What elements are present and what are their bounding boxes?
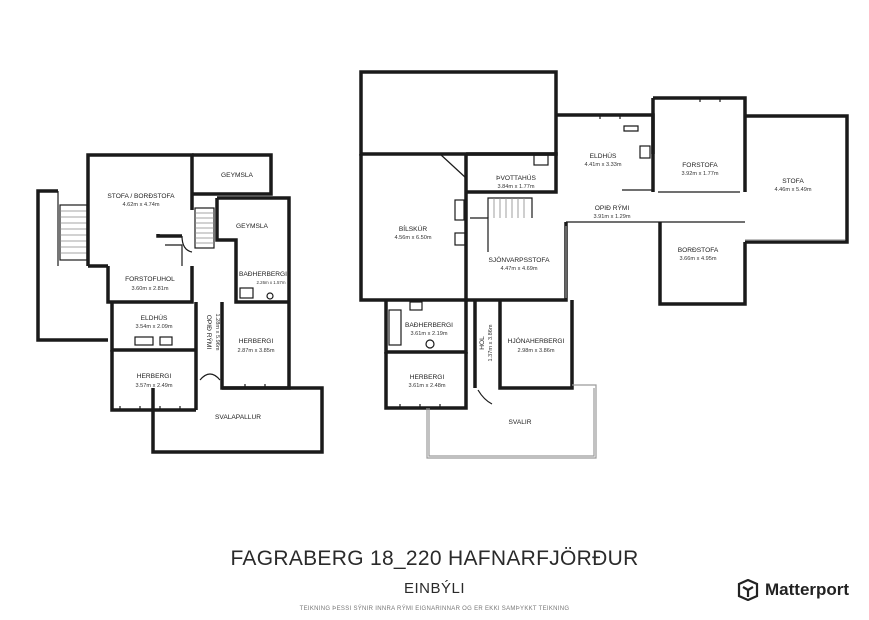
brand-logo: Matterport bbox=[737, 578, 849, 602]
room-opid-rymi-upper-dim: 3.91m x 1.29m bbox=[594, 214, 631, 220]
room-eldhus-upper: ELDHÚS bbox=[590, 151, 617, 160]
room-geymsla-right: GEYMSLA bbox=[236, 223, 268, 230]
room-opid-rymi-lower-dim: 1.28m x 5.96m bbox=[214, 314, 220, 351]
room-sjonvarpsstofa-dim: 4.47m x 4.69m bbox=[501, 266, 538, 272]
room-badherbergi-lower-dim: 2.26m x 1.57m bbox=[256, 280, 285, 285]
room-badherbergi-upper: BAÐHERBERGI bbox=[405, 322, 453, 329]
plan-title: FAGRABERG 18_220 HAFNARFJÖRÐUR bbox=[230, 547, 639, 570]
matterport-logo-icon bbox=[737, 579, 759, 601]
room-bilskur: BÍLSKÚR bbox=[399, 224, 427, 233]
room-hjonaherbergi-dim: 2.98m x 3.86m bbox=[518, 348, 555, 354]
upper-floor-plan bbox=[359, 70, 849, 459]
room-badherbergi-lower: BAÐHERBERGI bbox=[239, 271, 287, 278]
room-bordstofa-dim: 3.66m x 4.95m bbox=[680, 256, 717, 262]
room-opid-rymi-lower: OPIÐ RÝMI bbox=[205, 315, 214, 350]
room-hol-dim: 1.37m x 3.86m bbox=[488, 324, 494, 361]
lower-floor-plan bbox=[36, 153, 324, 454]
room-svalapallur: SVALAPALLUR bbox=[215, 414, 261, 421]
room-eldhus-upper-dim: 4.41m x 3.33m bbox=[585, 162, 622, 168]
room-badherbergi-upper-dim: 3.61m x 2.19m bbox=[411, 331, 448, 337]
room-stofa-bordstofa: STOFA / BORÐSTOFA bbox=[107, 193, 175, 200]
room-herbergi-lower-left: HERBERGI bbox=[137, 373, 172, 380]
room-stofa: STOFA bbox=[782, 178, 804, 185]
room-bilskur-dim: 4.56m x 6.50m bbox=[395, 235, 432, 241]
room-stofa-bordstofa-dim: 4.62m x 4.74m bbox=[123, 202, 160, 208]
room-thvottahus-dim: 3.84m x 1.77m bbox=[498, 184, 535, 190]
room-forstofuhol-dim: 3.60m x 2.81m bbox=[132, 286, 169, 292]
outdoor-stairs bbox=[59, 204, 88, 261]
room-opid-rymi-upper: OPIÐ RÝMI bbox=[595, 203, 630, 212]
room-sjonvarpsstofa: SJÓNVARPSSTOFA bbox=[489, 255, 551, 264]
room-stofa-dim: 4.46m x 5.49m bbox=[775, 187, 812, 193]
room-hjonaherbergi: HJÓNAHERBERGI bbox=[508, 336, 565, 345]
brand-name: Matterport bbox=[765, 580, 850, 599]
room-forstofa-dim: 3.92m x 1.77m bbox=[682, 171, 719, 177]
indoor-stairs bbox=[194, 207, 215, 249]
room-herbergi-upper-dim: 3.61m x 2.48m bbox=[409, 383, 446, 389]
room-eldhus-lower: ELDHÚS bbox=[141, 313, 168, 322]
upper-stairs bbox=[470, 197, 533, 252]
room-forstofa: FORSTOFA bbox=[682, 162, 718, 169]
room-svalir: SVALIR bbox=[509, 419, 532, 426]
room-thvottahus: ÞVOTTAHÚS bbox=[496, 173, 536, 182]
plan-note: TEIKNING ÞESSI SÝNIR INNRA RÝMI EIGNARIN… bbox=[299, 606, 570, 612]
plan-subtitle: EINBÝLI bbox=[403, 580, 466, 597]
room-herbergi-lower-right: HERBERGI bbox=[239, 338, 274, 345]
room-eldhus-lower-dim: 3.54m x 2.09m bbox=[136, 324, 173, 330]
room-forstofuhol: FORSTOFUHOL bbox=[125, 276, 175, 283]
room-labels: STOFA / BORÐSTOFA 4.62m x 4.74m GEYMSLA … bbox=[107, 151, 811, 426]
room-herbergi-lower-right-dim: 2.87m x 3.85m bbox=[238, 348, 275, 354]
room-bordstofa: BORÐSTOFA bbox=[678, 247, 719, 254]
room-geymsla-top: GEYMSLA bbox=[221, 172, 253, 179]
room-hol: HOL bbox=[479, 336, 486, 350]
room-herbergi-upper: HERBERGI bbox=[410, 374, 445, 381]
room-herbergi-lower-left-dim: 3.57m x 2.49m bbox=[136, 383, 173, 389]
